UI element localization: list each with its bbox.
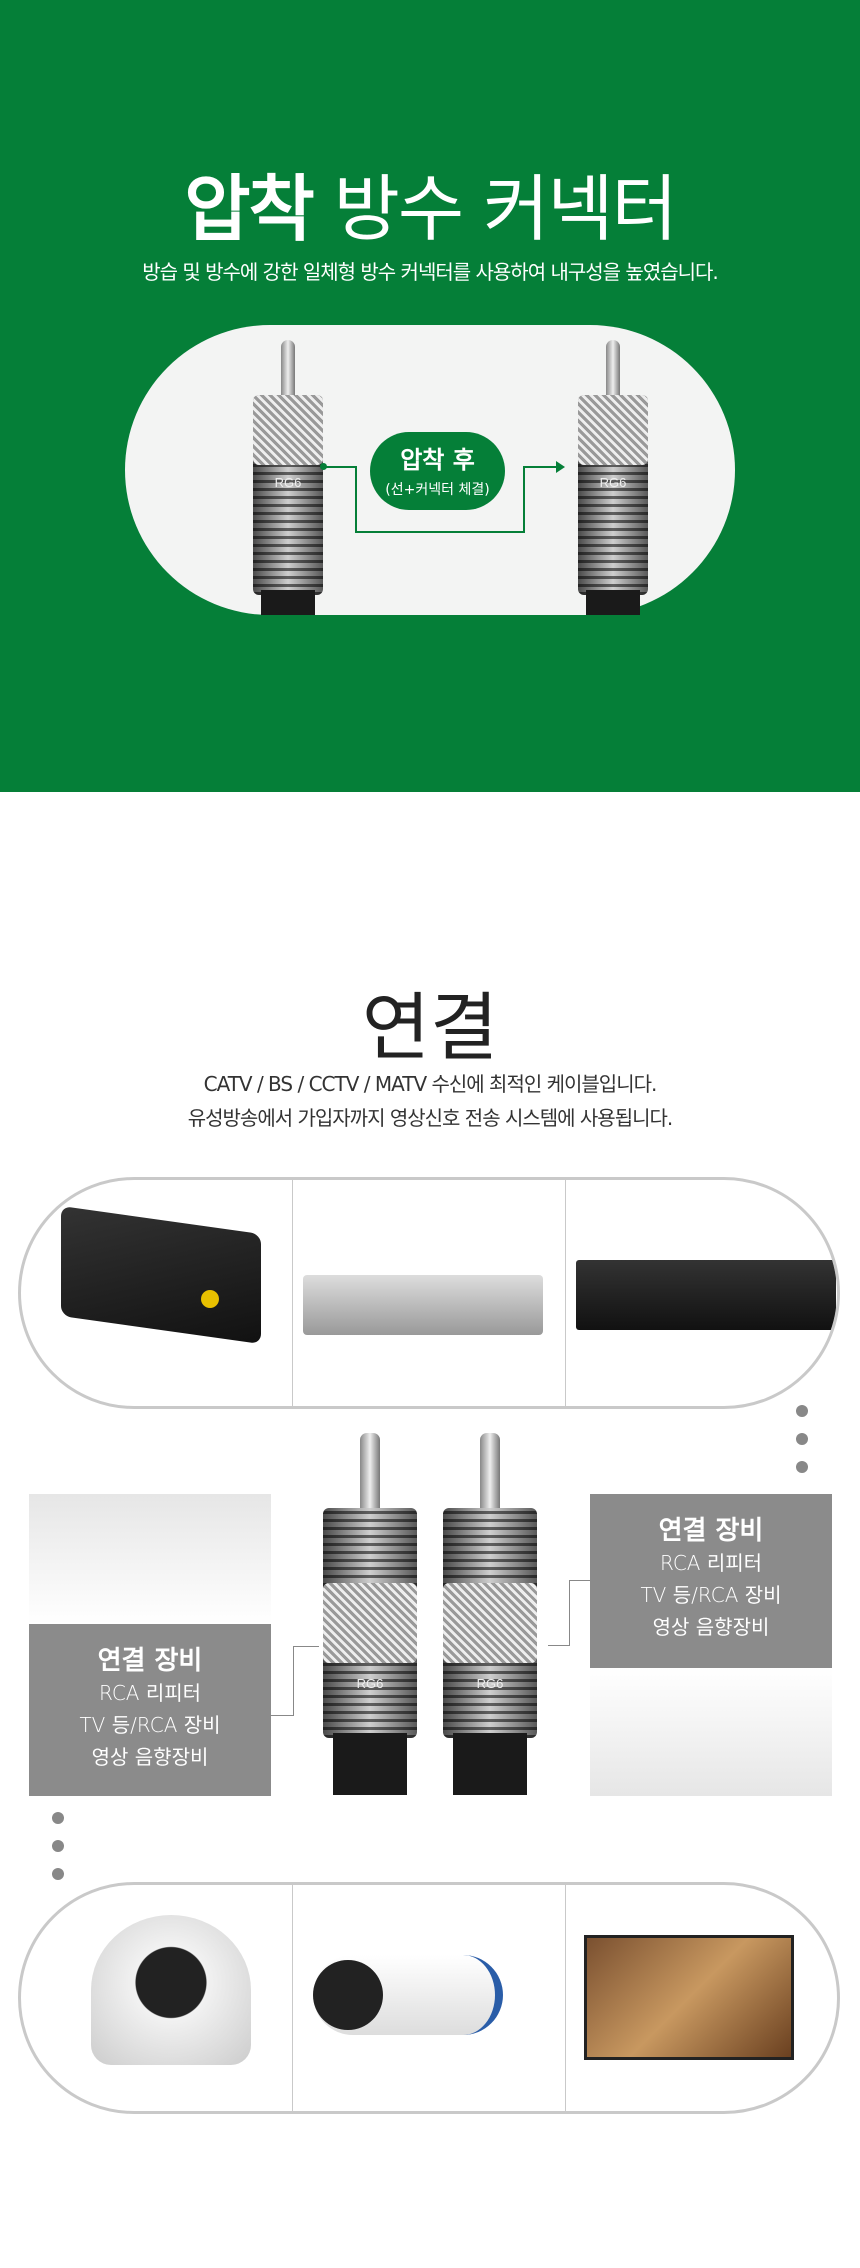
connection-title: 연결	[361, 985, 499, 1071]
left-equipment-box: 연결 장비 RCA 리피터 TV 등/RCA 장비 영상 음향장비	[29, 1624, 271, 1796]
arrow-dot	[320, 463, 327, 470]
connector-before-image: RG6	[253, 340, 323, 615]
dot	[796, 1433, 808, 1445]
arrow-line	[355, 466, 357, 532]
connector-right-image: RG6	[443, 1433, 537, 1795]
box-item: 영상 음향장비	[91, 1745, 209, 1769]
box-item: RCA 리피터	[659, 1551, 763, 1575]
pointer-line	[548, 1645, 570, 1646]
device-dvr-image	[566, 1180, 837, 1406]
arrow-line	[523, 466, 558, 468]
hero-title: 압착 방수 커넥터	[0, 150, 860, 255]
device-bullet-camera-image	[293, 1885, 566, 2111]
device-dome-camera-image	[21, 1885, 294, 2111]
arrow-line	[523, 466, 525, 533]
after-crimp-badge: 압착 후 (선+커넥터 체결)	[370, 432, 505, 510]
pointer-line	[293, 1646, 319, 1647]
dot	[52, 1868, 64, 1880]
connector-left-image: RG6	[323, 1433, 417, 1795]
pointer-line	[293, 1646, 294, 1716]
device-tv-image	[566, 1885, 837, 2111]
connector-label: RG6	[356, 1676, 384, 1691]
box-title: 연결 장비	[97, 1646, 203, 1676]
connection-line2: 유성방송에서 가입자까지 영상신호 전송 시스템에 사용됩니다.	[187, 1106, 674, 1130]
right-equipment-box: 연결 장비 RCA 리피터 TV 등/RCA 장비 영상 음향장비	[590, 1494, 832, 1668]
device-row-bottom	[18, 1882, 840, 2114]
arrow-line	[322, 466, 356, 468]
dot	[52, 1840, 64, 1852]
dot	[796, 1405, 808, 1417]
connector-after-image: RG6	[578, 340, 648, 615]
connector-label: RG6	[599, 475, 627, 490]
badge-title: 압착 후	[400, 446, 475, 474]
arrow-head-icon	[556, 461, 565, 473]
title-light: 방수 커넥터	[333, 167, 678, 251]
badge-subtitle: (선+커넥터 체결)	[385, 482, 490, 498]
dot	[52, 1812, 64, 1824]
hero-subtitle: 방습 및 방수에 강한 일체형 방수 커넥터를 사용하여 내구성을 높였습니다.	[142, 260, 719, 284]
pointer-line	[569, 1580, 570, 1646]
dot	[796, 1461, 808, 1473]
connector-label: RG6	[476, 1676, 504, 1691]
gradient-panel	[590, 1668, 832, 1796]
box-item: TV 등/RCA 장비	[640, 1583, 782, 1607]
connector-label: RG6	[274, 475, 302, 490]
pointer-line	[270, 1715, 294, 1716]
title-bold: 압착	[184, 167, 314, 251]
box-item: TV 등/RCA 장비	[79, 1713, 221, 1737]
device-av-switch-image	[293, 1180, 566, 1406]
box-title: 연결 장비	[658, 1516, 764, 1546]
device-optical-converter-image	[21, 1180, 294, 1406]
connection-line1: CATV / BS / CCTV / MATV 수신에 최적인 케이블입니다.	[203, 1072, 658, 1096]
box-item: 영상 음향장비	[652, 1615, 770, 1639]
arrow-line	[355, 531, 525, 533]
gradient-panel	[29, 1494, 271, 1624]
pointer-line	[569, 1580, 590, 1581]
hero-section: 압착 방수 커넥터 방습 및 방수에 강한 일체형 방수 커넥터를 사용하여 내…	[0, 0, 860, 792]
box-item: RCA 리피터	[98, 1681, 202, 1705]
device-row-top	[18, 1177, 840, 1409]
